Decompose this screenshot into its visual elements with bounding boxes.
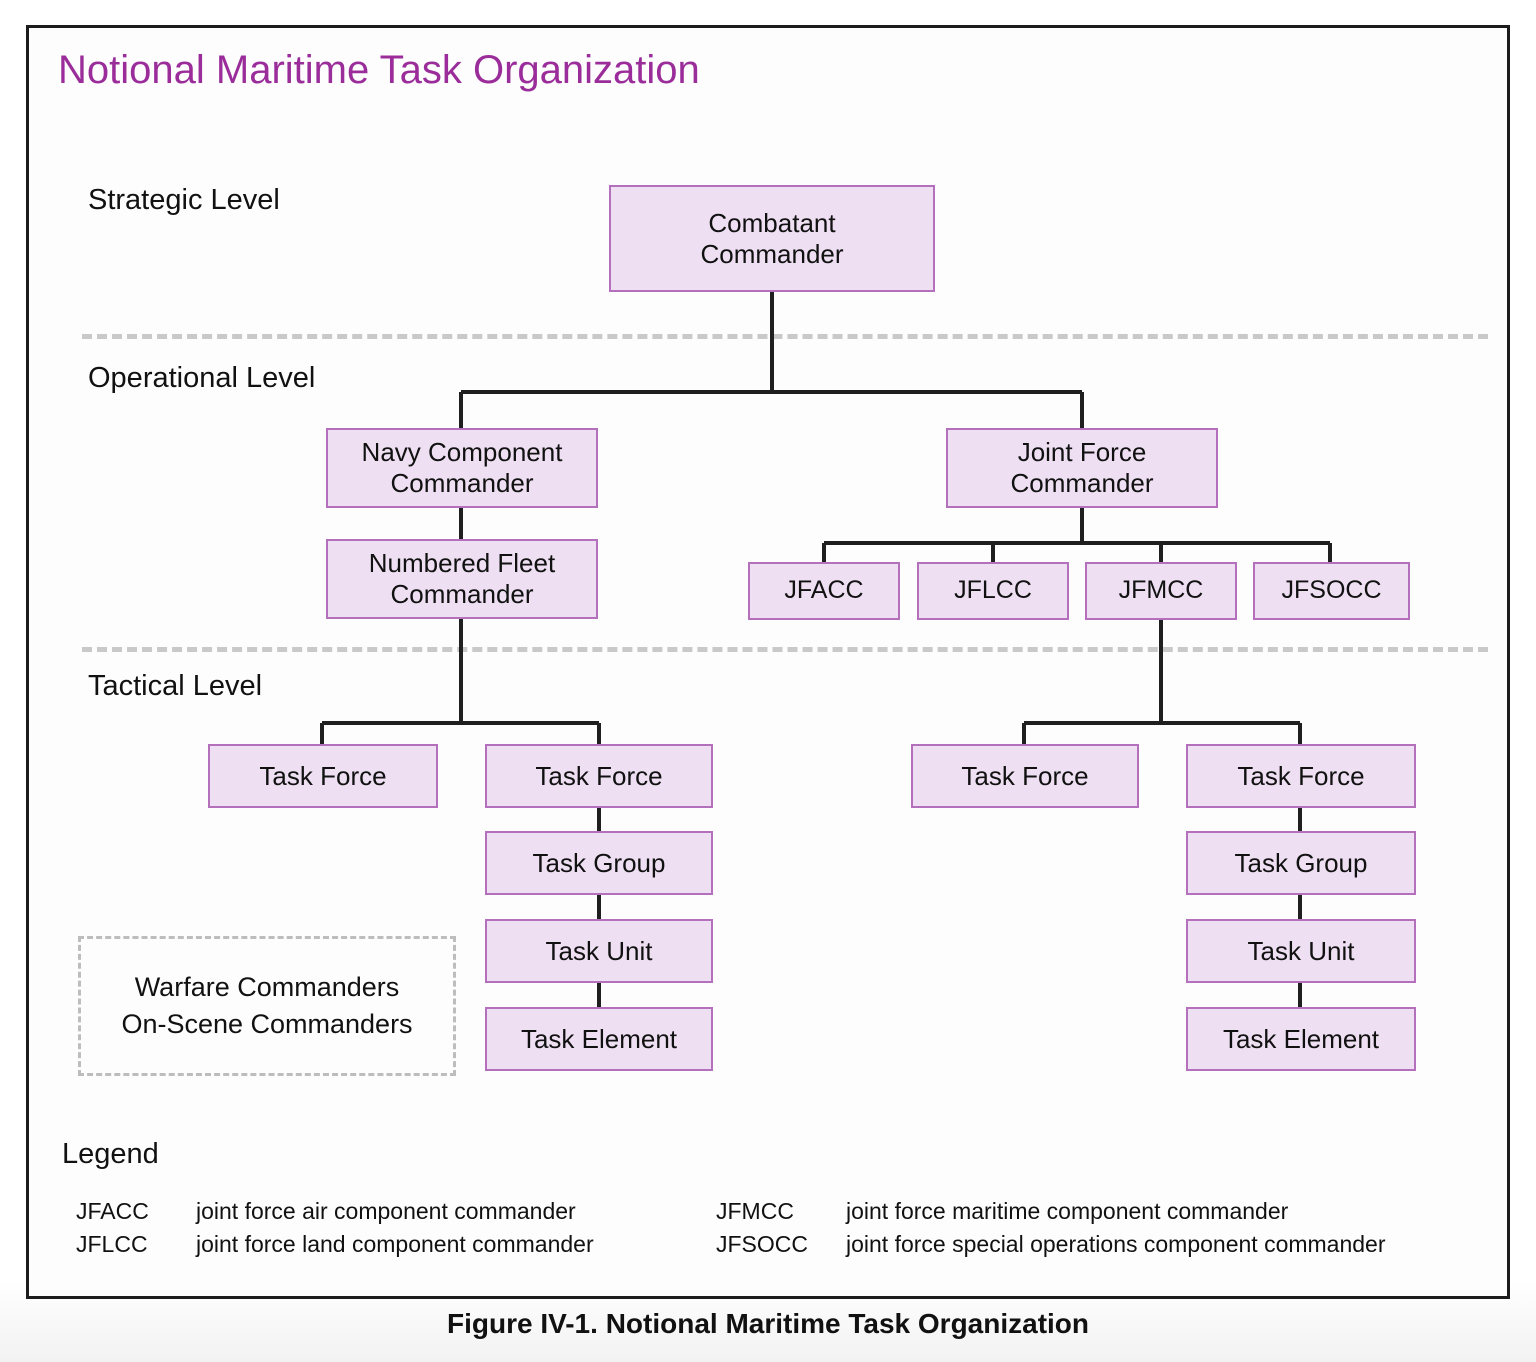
level-label-operational: Operational Level [88, 362, 316, 394]
legend-abbr-jfacc: JFACC [76, 1198, 149, 1224]
node-task-unit-right[interactable]: Task Unit [1186, 919, 1416, 983]
figure-caption: Figure IV-1. Notional Maritime Task Orga… [446, 1308, 1090, 1339]
legend-abbr-jfsocc: JFSOCC [716, 1231, 808, 1257]
node-numbered-fleet-commander[interactable]: Numbered Fleet Commander [326, 539, 598, 619]
level-label-strategic: Strategic Level [88, 184, 280, 216]
node-task-unit-left[interactable]: Task Unit [485, 919, 713, 983]
node-task-group-left[interactable]: Task Group [485, 831, 713, 895]
node-task-force-right-b[interactable]: Task Force [1186, 744, 1416, 808]
node-combatant-commander[interactable]: Combatant Commander [609, 185, 935, 292]
strategic-operational-divider [82, 334, 1488, 339]
node-combatant-commander-line2: Commander [700, 238, 844, 269]
node-combatant-commander-line1: Combatant [708, 207, 836, 238]
node-navy-component-commander[interactable]: Navy Component Commander [326, 428, 598, 508]
legend-abbr-jflcc: JFLCC [76, 1231, 148, 1257]
node-task-force-right-a[interactable]: Task Force [911, 744, 1139, 808]
node-task-force-left-a[interactable]: Task Force [208, 744, 438, 808]
level-label-tactical: Tactical Level [88, 670, 263, 702]
node-jfsocc[interactable]: JFSOCC [1253, 562, 1410, 620]
node-task-force-left-b[interactable]: Task Force [485, 744, 713, 808]
node-task-element-right[interactable]: Task Element [1186, 1007, 1416, 1071]
node-task-group-right[interactable]: Task Group [1186, 831, 1416, 895]
node-jflcc[interactable]: JFLCC [917, 562, 1069, 620]
legend-title: Legend [62, 1138, 159, 1170]
node-navy-component-line2: Commander [390, 468, 534, 498]
node-joint-force-line1: Joint Force [1017, 437, 1147, 468]
operational-tactical-divider [82, 647, 1488, 652]
node-joint-force-line2: Commander [1010, 468, 1154, 498]
warfare-commanders-line1: Warfare Commanders [134, 972, 400, 1002]
legend-abbr-jfmcc: JFMCC [716, 1198, 794, 1224]
warfare-commanders-line2: On-Scene Commanders [121, 1009, 413, 1039]
legend-text-jflcc: joint force land component commander [196, 1231, 594, 1257]
node-numbered-fleet-line2: Commander [390, 579, 534, 609]
node-task-element-left[interactable]: Task Element [485, 1007, 713, 1071]
legend-grid: JFACC joint force air component commande… [76, 1198, 1486, 1258]
diagram-title: Notional Maritime Task Organization [58, 48, 700, 92]
node-joint-force-commander[interactable]: Joint Force Commander [946, 428, 1218, 508]
legend-text-jfmcc: joint force maritime component commander [846, 1198, 1289, 1224]
legend-text-jfsocc: joint force special operations component… [846, 1231, 1386, 1257]
node-jfmcc[interactable]: JFMCC [1085, 562, 1237, 620]
legend-text-jfacc: joint force air component commander [196, 1198, 576, 1224]
node-jfacc[interactable]: JFACC [748, 562, 900, 620]
node-navy-component-line1: Navy Component [361, 437, 563, 468]
warfare-commanders-callout: Warfare Commanders On-Scene Commanders [78, 936, 456, 1076]
node-numbered-fleet-line1: Numbered Fleet [368, 548, 556, 579]
